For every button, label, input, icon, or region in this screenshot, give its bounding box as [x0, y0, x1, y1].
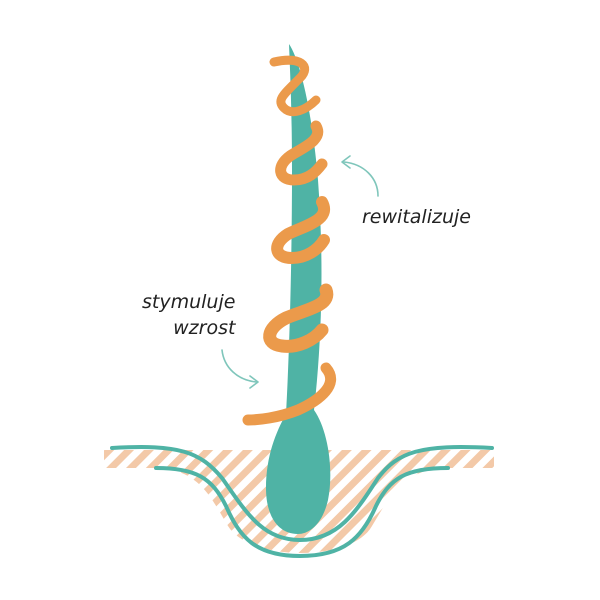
label-stimulate-line-1: stymuluje [142, 291, 236, 313]
spiral-loop-4 [263, 283, 334, 353]
spiral-coil [242, 55, 337, 426]
stimulate-arrow-shaft [221, 349, 257, 383]
spiral-loop-5 [242, 362, 337, 426]
revitalize-arrow-head [341, 155, 351, 169]
curved-arrow-icon [341, 155, 379, 197]
label-revitalize: rewitalizuje [362, 206, 471, 228]
curved-arrow-icon [221, 349, 259, 389]
spiral-loop-1 [269, 55, 321, 117]
revitalize-arrow-shaft [343, 161, 379, 197]
spiral-loop-2 [275, 120, 328, 186]
label-stimulate-growth: stymuluje wzrost [142, 289, 235, 341]
stimulate-arrow-head [249, 375, 259, 389]
follicle-outer-wall [110, 445, 494, 543]
spiral-loop-3 [271, 196, 330, 265]
label-stimulate-line-2: wzrost [173, 317, 236, 339]
follicle-inner-wall [154, 466, 450, 559]
